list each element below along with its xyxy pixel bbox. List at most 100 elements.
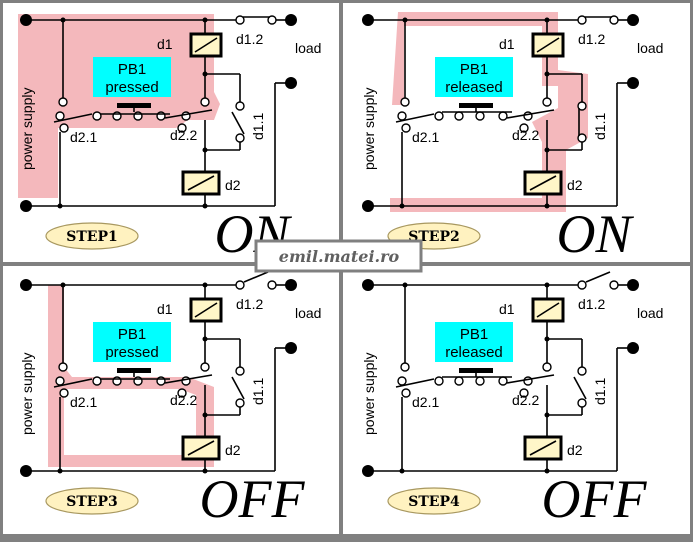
load-terminal — [627, 342, 639, 354]
junction-dot — [402, 282, 408, 288]
pb1-actuator — [459, 368, 493, 373]
junction-dot — [402, 17, 408, 23]
contact-d12-blade — [243, 271, 269, 283]
contact-d12-label: d1.2 — [236, 31, 263, 47]
contact-d11-blade — [573, 376, 587, 400]
step-label: STEP4 — [408, 494, 460, 510]
relay-d1-label: d1 — [499, 36, 515, 52]
junction-dot — [202, 282, 208, 288]
contact-point — [542, 362, 552, 372]
pb1-label-box — [93, 57, 171, 97]
power-supply-label: power supply — [19, 353, 35, 436]
contact-point — [55, 376, 65, 386]
load-label: load — [637, 40, 663, 56]
contact-point — [58, 97, 68, 107]
relay-d1-label: d1 — [157, 36, 173, 52]
relay-coil-mark — [187, 440, 215, 456]
output-state: OFF — [200, 469, 306, 529]
junction-dot — [202, 147, 208, 153]
contact-point — [577, 15, 587, 25]
contact-point — [434, 376, 444, 386]
contact-point — [267, 280, 277, 290]
relay-d1-label: d1 — [499, 301, 515, 317]
contact-d21-blade — [395, 378, 435, 388]
pb1-title: PB1 — [118, 326, 146, 343]
contact-d11-blade — [231, 111, 245, 135]
relay-coil-mark — [194, 37, 218, 53]
pb1-label-box — [435, 322, 513, 362]
contact-point — [498, 111, 508, 121]
contact-point — [475, 111, 485, 121]
contact-point — [519, 388, 529, 398]
junction-dot — [202, 412, 208, 418]
contact-d21-label: d2.1 — [412, 394, 439, 410]
pb1-label-box — [435, 57, 513, 97]
supply-terminal — [20, 14, 32, 26]
supply-terminal — [20, 200, 32, 212]
load-terminal — [285, 342, 297, 354]
pb1-state: released — [445, 79, 503, 96]
step-label: STEP3 — [66, 494, 117, 510]
relay-coil-mark — [187, 175, 215, 191]
contact-point — [577, 366, 587, 376]
relay-d2-label: d2 — [225, 177, 241, 193]
credit-box-frame — [254, 239, 423, 273]
junction-dot — [544, 468, 550, 474]
contact-d12-label: d1.2 — [578, 31, 605, 47]
contact-point — [498, 376, 508, 386]
relay-coil-mark — [529, 440, 557, 456]
junction-dot — [202, 203, 208, 209]
contact-point — [454, 111, 464, 121]
pb1-state: released — [445, 344, 503, 361]
pb1-state: pressed — [105, 344, 158, 361]
contact-d21-label: d2.1 — [70, 394, 97, 410]
contact-point — [401, 388, 411, 398]
contact-point — [577, 280, 587, 290]
contact-point — [519, 123, 529, 133]
power-supply-label: power supply — [19, 88, 35, 171]
credit-box: emil.matei.ro — [254, 239, 423, 273]
contact-d11-label: d1.1 — [592, 113, 608, 140]
contact-point — [59, 388, 69, 398]
contact-point — [58, 362, 68, 372]
step-badge — [45, 487, 139, 515]
credit-text: emil.matei.ro — [279, 247, 400, 266]
load-terminal — [627, 77, 639, 89]
junction-dot — [544, 147, 550, 153]
junction-dot — [202, 468, 208, 474]
relay-coil-mark — [536, 37, 560, 53]
contact-d22-blade — [164, 109, 213, 119]
contact-point — [59, 123, 69, 133]
relay-coil-mark — [529, 175, 557, 191]
contact-point — [235, 366, 245, 376]
contact-d21-label: d2.1 — [412, 129, 439, 145]
load-label: load — [637, 305, 663, 321]
junction-dot — [60, 282, 66, 288]
contact-d22-blade — [506, 109, 555, 119]
contact-point — [92, 376, 102, 386]
load-label: load — [295, 40, 321, 56]
power-supply-label: power supply — [361, 88, 377, 171]
supply-terminal — [362, 14, 374, 26]
junction-dot — [57, 468, 63, 474]
contact-point — [577, 398, 587, 408]
junction-dot — [544, 17, 550, 23]
pb1-title: PB1 — [460, 61, 488, 78]
contact-d22-label: d2.2 — [512, 127, 539, 143]
contact-d12-blade — [585, 271, 611, 283]
contact-d11-label: d1.1 — [250, 378, 266, 405]
contact-d11-blade — [231, 376, 245, 400]
contact-point — [397, 376, 407, 386]
contact-point — [92, 111, 102, 121]
contact-d12-label: d1.2 — [578, 296, 605, 312]
junction-dot — [202, 17, 208, 23]
